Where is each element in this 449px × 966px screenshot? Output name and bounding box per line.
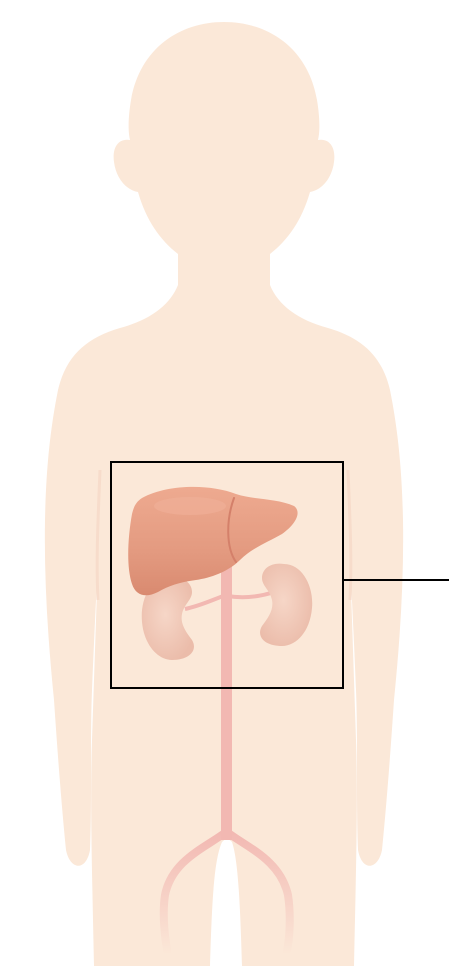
head-shape <box>114 22 335 290</box>
aorta <box>221 540 232 840</box>
liver-highlight <box>154 497 226 515</box>
